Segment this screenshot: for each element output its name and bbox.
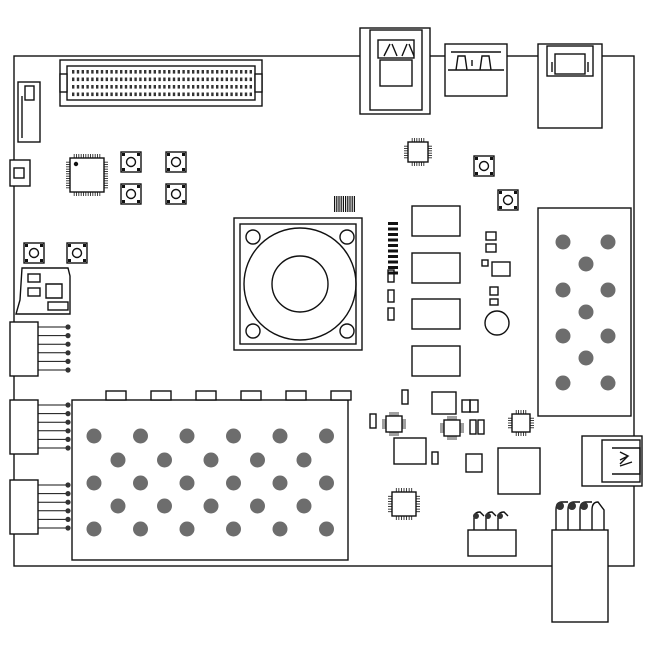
tactile-button — [120, 151, 142, 173]
expansion-header — [59, 59, 263, 107]
tactile-button — [165, 183, 187, 205]
power-header — [467, 511, 517, 557]
tactile-button — [66, 242, 88, 264]
cpu-heatsink — [233, 217, 363, 351]
resistor-ladder — [387, 222, 398, 321]
usb-a-port-top — [359, 27, 431, 115]
barrel-jack — [551, 501, 609, 623]
ram-chip — [411, 205, 461, 377]
tactile-button — [473, 155, 495, 177]
pmod-connector — [9, 321, 71, 535]
ethernet-port — [537, 43, 603, 129]
usb-a-port-right — [581, 435, 643, 487]
tactile-button — [120, 183, 142, 205]
tactile-button — [23, 242, 45, 264]
side-connector — [17, 81, 41, 143]
fpga-bga-area — [71, 390, 352, 561]
pmod-connector — [9, 321, 71, 377]
tactile-button — [165, 151, 187, 173]
capacitor — [484, 310, 510, 336]
small-qfp-chips — [382, 138, 534, 520]
bga-area-right — [537, 207, 632, 417]
pmod-connector — [9, 479, 71, 535]
resistor — [369, 231, 511, 465]
pmod-connector — [9, 399, 71, 455]
qfp-chip — [66, 154, 108, 196]
tactile-buttons — [23, 151, 519, 264]
sd-card-slot — [15, 267, 71, 315]
ic-small — [393, 391, 541, 495]
fine-pitch-chip — [334, 196, 355, 212]
tactile-button — [497, 189, 519, 211]
hdmi-port — [444, 43, 508, 97]
micro-usb-port — [9, 159, 31, 187]
header-pins — [72, 70, 252, 97]
